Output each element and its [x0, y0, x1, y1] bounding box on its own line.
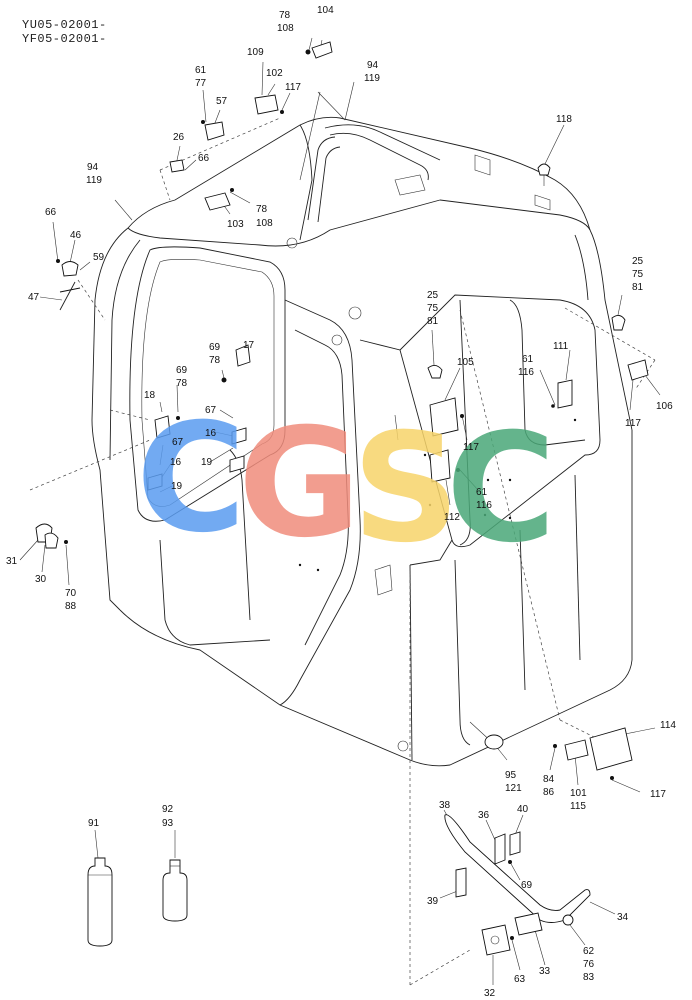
callout-69: 69 — [176, 365, 188, 376]
callout-78: 78 — [256, 204, 268, 215]
callout-25: 25 — [632, 256, 644, 267]
callout-112: 112 — [444, 512, 460, 523]
callout-78: 78 — [209, 355, 221, 366]
callout-83: 83 — [583, 972, 595, 983]
callout-88: 88 — [65, 601, 77, 612]
callout-67: 67 — [205, 405, 217, 416]
callout-117: 117 — [463, 442, 479, 453]
callout-101: 101 — [570, 788, 587, 799]
callout-32: 32 — [484, 988, 496, 999]
callout-108: 108 — [256, 218, 273, 229]
callout-81: 81 — [427, 316, 439, 327]
watermark-letter-c1: C — [136, 392, 246, 566]
callout-102: 102 — [266, 68, 283, 79]
callout-119: 119 — [86, 175, 102, 186]
callout-116: 116 — [518, 367, 534, 378]
watermark-letter-c2: C — [446, 402, 556, 576]
callout-77: 77 — [195, 78, 207, 89]
model-code-line-2: YF05-02001- — [22, 32, 107, 46]
callout-19: 19 — [171, 481, 183, 492]
watermark: C G S C — [136, 392, 556, 576]
callout-121: 121 — [505, 783, 522, 794]
callout-84: 84 — [543, 774, 555, 785]
callout-118: 118 — [556, 114, 572, 125]
callout-115: 115 — [570, 801, 586, 812]
watermark-letter-g: G — [238, 397, 361, 571]
callout-36: 36 — [478, 810, 490, 821]
callout-labels: 104 78 108 109 102 117 94 119 61 77 57 1… — [6, 5, 676, 999]
callout-81: 81 — [632, 282, 644, 293]
callout-34: 34 — [617, 912, 629, 923]
callout-109: 109 — [247, 47, 264, 58]
callout-108: 108 — [277, 23, 294, 34]
callout-86: 86 — [543, 787, 555, 798]
callout-59: 59 — [93, 252, 105, 263]
callout-16: 16 — [170, 457, 182, 468]
callout-105: 105 — [457, 357, 474, 368]
callout-33: 33 — [539, 966, 551, 977]
callout-18: 18 — [144, 390, 156, 401]
callout-69: 69 — [209, 342, 221, 353]
callout-19: 19 — [201, 457, 213, 468]
callout-93: 93 — [162, 818, 174, 829]
callout-103: 103 — [227, 219, 244, 230]
callout-31: 31 — [6, 556, 18, 567]
callout-62: 62 — [583, 946, 595, 957]
callout-63: 63 — [514, 974, 526, 985]
callout-92: 92 — [162, 804, 174, 815]
callout-47: 47 — [28, 292, 40, 303]
callout-106: 106 — [656, 401, 673, 412]
callout-26: 26 — [173, 132, 185, 143]
callout-57: 57 — [216, 96, 228, 107]
callout-114: 114 — [660, 720, 676, 731]
callout-67: 67 — [172, 437, 184, 448]
cab-body — [91, 116, 633, 767]
callout-61: 61 — [476, 487, 488, 498]
callout-38: 38 — [439, 800, 451, 811]
callout-94: 94 — [367, 60, 379, 71]
callout-104: 104 — [317, 5, 334, 16]
callout-61: 61 — [522, 354, 534, 365]
callout-117: 117 — [650, 789, 666, 800]
callout-116: 116 — [476, 500, 492, 511]
callout-119: 119 — [364, 73, 380, 84]
callout-25: 25 — [427, 290, 439, 301]
callout-117: 117 — [285, 82, 301, 93]
callout-30: 30 — [35, 574, 47, 585]
callout-16: 16 — [205, 428, 217, 439]
callout-40: 40 — [517, 804, 529, 815]
callout-75: 75 — [427, 303, 439, 314]
callout-66: 66 — [198, 153, 210, 164]
callout-117: 117 — [625, 418, 641, 429]
callout-61: 61 — [195, 65, 207, 76]
callout-39: 39 — [427, 896, 439, 907]
callout-95: 95 — [505, 770, 517, 781]
callout-69: 69 — [521, 880, 533, 891]
callout-111: 111 — [553, 341, 569, 352]
model-code-line-1: YU05-02001- — [22, 18, 107, 32]
callout-91: 91 — [88, 818, 100, 829]
parts — [35, 41, 649, 956]
callout-17: 17 — [243, 340, 255, 351]
callout-46: 46 — [70, 230, 82, 241]
callout-76: 76 — [583, 959, 595, 970]
callout-78: 78 — [279, 10, 291, 21]
callout-78: 78 — [176, 378, 188, 389]
callout-94: 94 — [87, 162, 99, 173]
callout-75: 75 — [632, 269, 644, 280]
leader-lines — [19, 37, 661, 986]
callout-70: 70 — [65, 588, 77, 599]
callout-66: 66 — [45, 207, 57, 218]
watermark-letter-s: S — [352, 402, 460, 576]
